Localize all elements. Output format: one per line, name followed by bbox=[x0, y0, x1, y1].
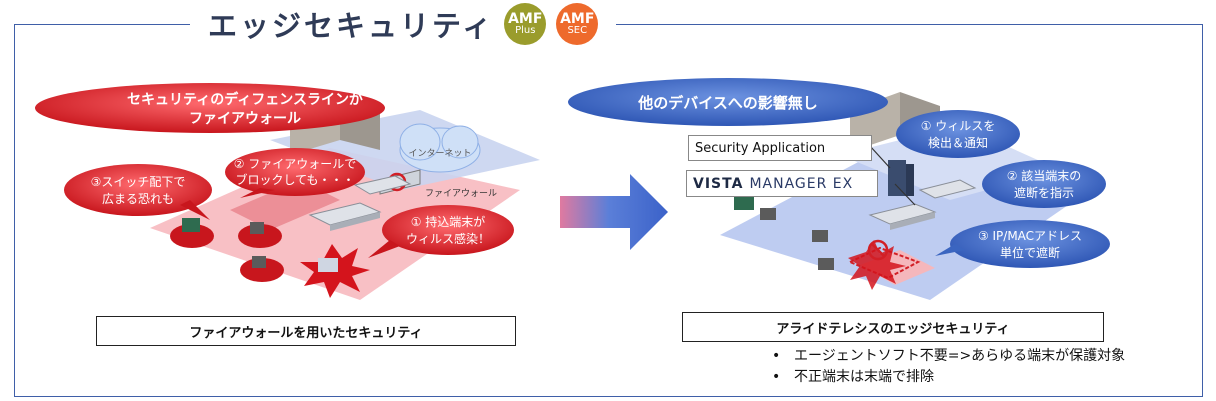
section-title: エッジセキュリティ bbox=[208, 9, 495, 43]
connector-line bbox=[894, 183, 916, 206]
right-banner-text: 他のデバイスへの影響無し bbox=[637, 94, 818, 112]
vista-manager-logo: VISTA MANAGER EX bbox=[686, 170, 878, 197]
svg-text:② 該当端末の: ② 該当端末の bbox=[1007, 168, 1082, 183]
svg-text:① ウィルスを: ① ウィルスを bbox=[921, 119, 996, 133]
benefit-list: エージェントソフト不要=>あらゆる端末が保護対象 不正端末は末端で排除 bbox=[772, 346, 1125, 388]
svg-text:③ IP/MACアドレス: ③ IP/MACアドレス bbox=[978, 229, 1082, 243]
left-callout-2: ② ファイアウォールで ブロックしても・・・ bbox=[225, 148, 365, 198]
server-icon bbox=[888, 160, 914, 196]
left-banner: セキュリティのディフェンスラインが ファイアウォール bbox=[35, 83, 385, 133]
firewall-label: ファイアウォール bbox=[425, 188, 497, 199]
svg-text:遮断を指示: 遮断を指示 bbox=[1014, 185, 1074, 200]
left-banner-line2: ファイアウォール bbox=[189, 111, 301, 127]
svg-text:広まる恐れも: 広まる恐れも bbox=[102, 192, 174, 206]
svg-text:検出＆通知: 検出＆通知 bbox=[928, 136, 988, 150]
svg-text:ウィルス感染！: ウィルス感染！ bbox=[406, 231, 490, 246]
right-callout-3: ③ IP/MACアドレス 単位で遮断 bbox=[935, 220, 1110, 268]
svg-text:単位で遮断: 単位で遮断 bbox=[1000, 245, 1060, 260]
cloud-icon: インターネット bbox=[399, 123, 481, 173]
right-user-icons bbox=[734, 196, 834, 270]
left-callout-1: ① 持込端末が ウィルス感染！ bbox=[368, 205, 514, 258]
svg-text:ブロックしても・・・: ブロックしても・・・ bbox=[235, 172, 354, 187]
connector-line bbox=[869, 145, 891, 169]
amf-plus-badge: AMF Plus bbox=[504, 3, 547, 45]
transition-arrow bbox=[560, 174, 668, 250]
svg-text:③スイッチ配下で: ③スイッチ配下で bbox=[91, 175, 186, 189]
section-header: エッジセキュリティ AMF Plus AMF SEC bbox=[190, 3, 617, 45]
right-banner: 他のデバイスへの影響無し bbox=[568, 78, 888, 126]
benefit-item: エージェントソフト不要=>あらゆる端末が保護対象 bbox=[772, 346, 1125, 367]
security-application-label: Security Application bbox=[688, 135, 872, 161]
left-caption: ファイアウォールを用いたセキュリティ bbox=[96, 316, 516, 346]
benefit-item: 不正端末は末端で排除 bbox=[772, 367, 1125, 388]
left-banner-line1: セキュリティのディフェンスラインが bbox=[127, 91, 364, 108]
cloud-label: インターネット bbox=[408, 148, 471, 159]
right-callout-2: ② 該当端末の 遮断を指示 bbox=[982, 160, 1106, 208]
right-callout-1: ① ウィルスを 検出＆通知 bbox=[896, 110, 1020, 158]
switch-icons bbox=[308, 175, 412, 231]
user-terminal-icons bbox=[170, 218, 284, 282]
amf-sec-badge: AMF SEC bbox=[556, 3, 599, 45]
blocked-terminal bbox=[847, 239, 921, 290]
svg-text:② ファイアウォールで: ② ファイアウォールで bbox=[234, 157, 357, 171]
right-switch-icons bbox=[868, 179, 977, 230]
left-callout-3: ③スイッチ配下で 広まる恐れも bbox=[64, 164, 212, 220]
svg-text:① 持込端末が: ① 持込端末が bbox=[411, 214, 486, 229]
right-caption: アライドテレシスのエッジセキュリティ bbox=[682, 312, 1104, 342]
infected-terminal-burst bbox=[300, 244, 370, 298]
